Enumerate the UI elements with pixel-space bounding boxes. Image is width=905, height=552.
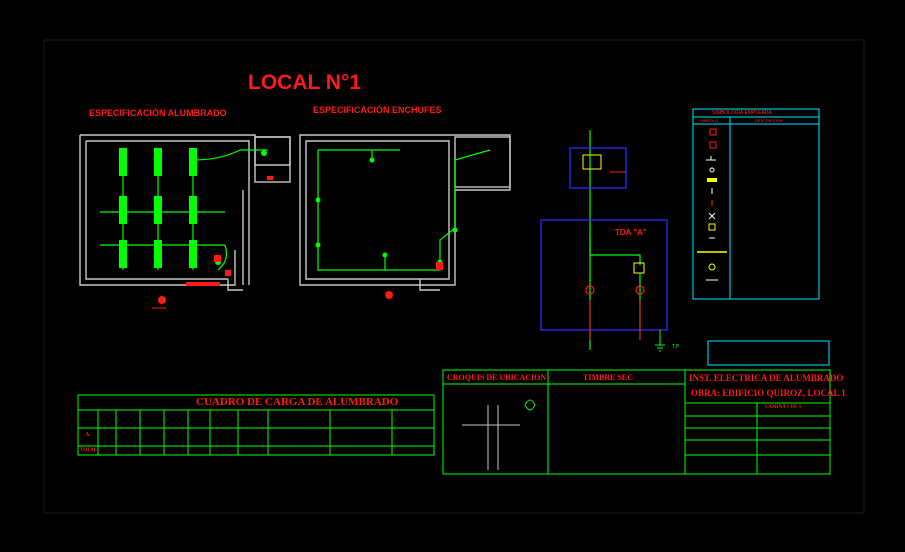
ground-label: T.P: [672, 344, 680, 350]
project-subtitle: OBRA: EDIFICIO QUIROZ, LOCAL 1: [691, 388, 846, 398]
lighting-fixtures: [119, 148, 267, 268]
sheet-number: LAMINA 1 DE 1: [765, 405, 802, 410]
outlet-symbols: [315, 157, 458, 265]
load-table-row-total: TOTAL: [80, 448, 98, 453]
title-block: [442, 369, 831, 475]
floor-plan-outlets: [299, 134, 511, 291]
single-line-diagram: [540, 130, 668, 352]
symbology-symbols: [697, 128, 727, 281]
spec-outlets-label: ESPECIFICACIÓN ENCHUFES: [313, 105, 442, 115]
symbology-col-description: DESCRIPCION: [755, 118, 783, 123]
lighting-red-devices: [158, 176, 273, 304]
drawing-title: LOCAL N°1: [248, 71, 362, 94]
symbology-table: [692, 108, 820, 300]
load-table-row-a: A: [85, 432, 90, 438]
room-label: Acceso: [152, 305, 167, 310]
sheet-border: [43, 39, 865, 514]
project-title: INST. ELECTRICA DE ALUMBRADO: [689, 373, 844, 383]
location-sketch: [462, 399, 536, 470]
symbology-col-symbol: SIMBOLO: [700, 118, 719, 123]
load-table: [77, 394, 435, 456]
outlet-circuits: [317, 149, 491, 271]
sec-header: TIMBRE SEC: [583, 373, 634, 382]
floor-plan-lighting: [79, 134, 291, 291]
load-table-title: CUADRO DE CARGA DE ALUMBRADO: [196, 396, 399, 408]
meter-box: [569, 147, 627, 189]
note-box: [707, 340, 830, 366]
panel-label: TDA "A": [615, 228, 647, 237]
spec-lighting-label: ESPECIFICACIÓN ALUMBRADO: [89, 108, 227, 118]
panel-box: [540, 219, 668, 331]
symbology-title: SIMBOLOGIA EMPLEADA: [712, 110, 772, 116]
location-header: CROQUIS DE UBICACION: [447, 373, 547, 382]
outlet-red-devices: [385, 262, 443, 299]
